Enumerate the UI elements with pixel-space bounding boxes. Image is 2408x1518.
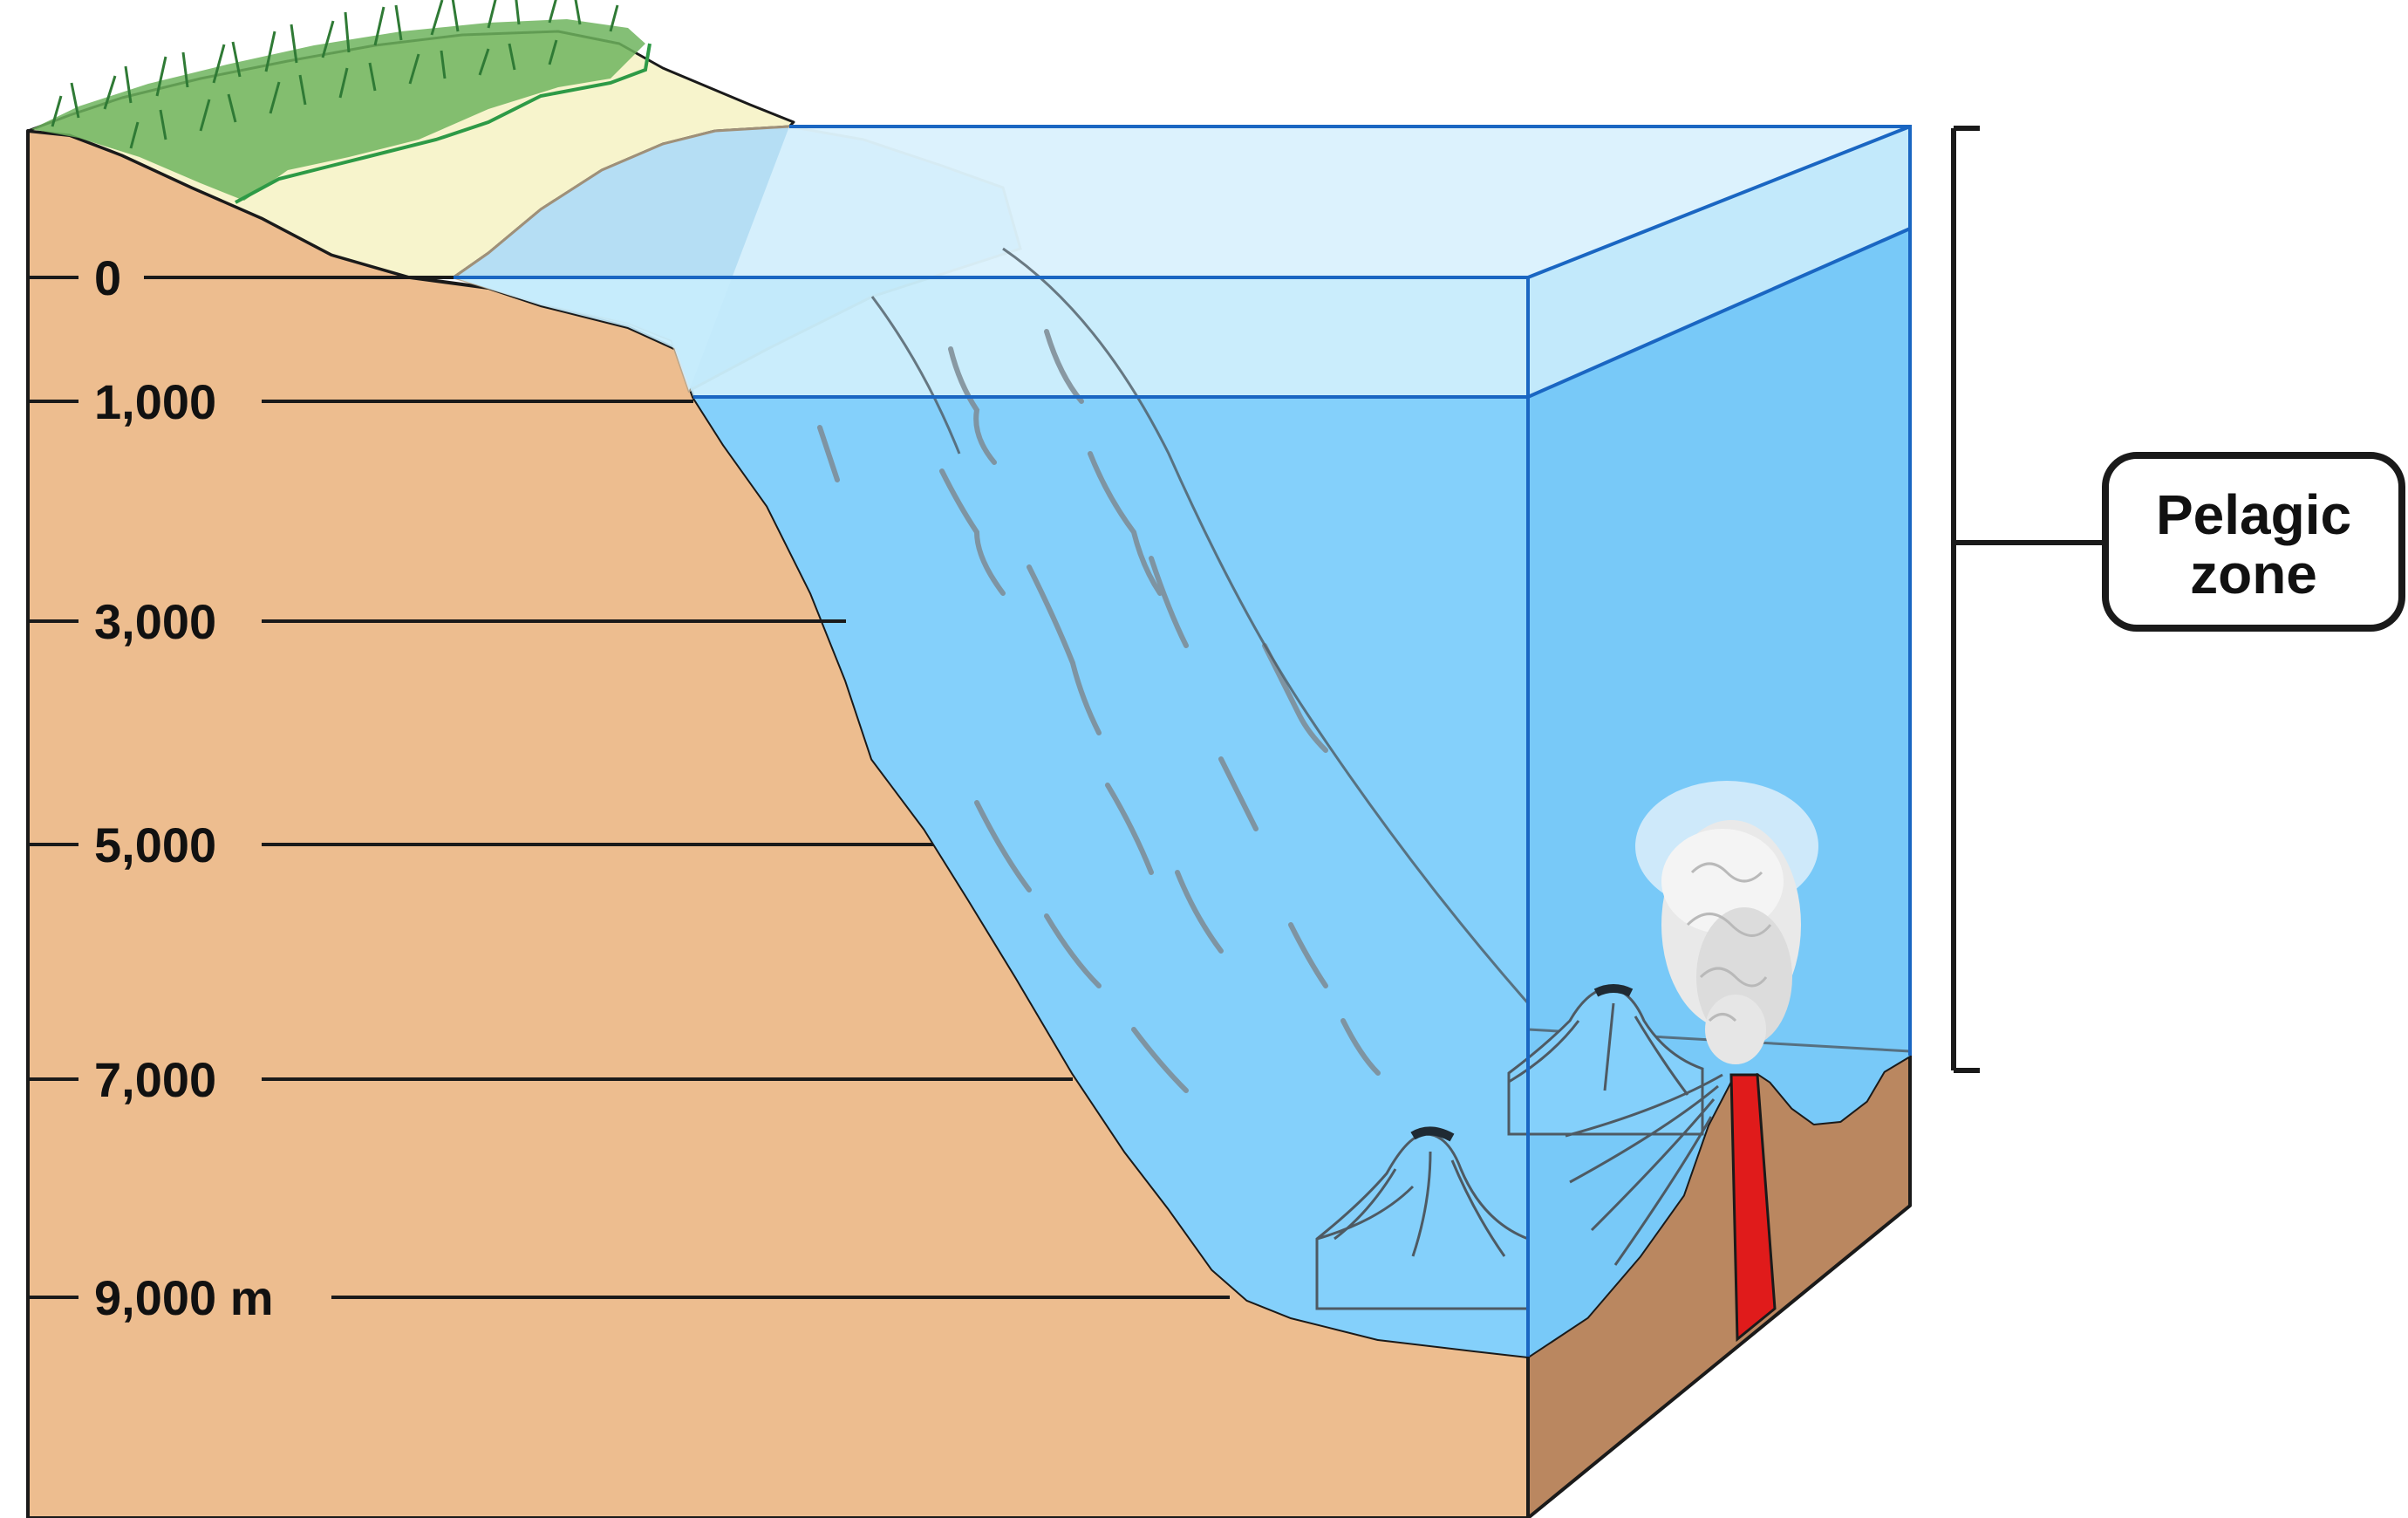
deep-water-front: [693, 397, 1528, 1357]
seamount-right: [1507, 984, 1704, 1136]
seamount-left: [1315, 1126, 1530, 1310]
pelagic-zone-bracket: [1951, 126, 2105, 1073]
depth-label-1000: 1,000: [94, 374, 216, 429]
depth-label-0: 0: [94, 250, 121, 305]
pelagic-zone-label-line1: Pelagic: [2156, 483, 2351, 546]
surface-water-top: [454, 126, 1910, 391]
pelagic-zone-label-line2: zone: [2190, 543, 2317, 605]
depth-label-5000: 5,000: [94, 817, 216, 872]
grass-cover: [31, 19, 645, 201]
water-block-edges: [454, 125, 1912, 1357]
hydrothermal-vent: [1565, 781, 1818, 1343]
depth-label-9000: 9,000 m: [94, 1270, 274, 1325]
plume-cloud: [1635, 781, 1818, 1064]
surface-water-front-band: [454, 277, 1528, 397]
grass-edge-line: [235, 43, 651, 204]
grass-blades: [51, 0, 619, 149]
surface-water-side-band: [1528, 126, 1910, 397]
pelagic-zone-label-box: [2102, 452, 2405, 632]
magma-conduit: [1729, 1073, 1777, 1343]
depth-label-3000: 3,000: [94, 594, 216, 649]
depth-label-7000: 7,000: [94, 1052, 216, 1107]
depth-scale-lines: [28, 276, 1230, 1299]
